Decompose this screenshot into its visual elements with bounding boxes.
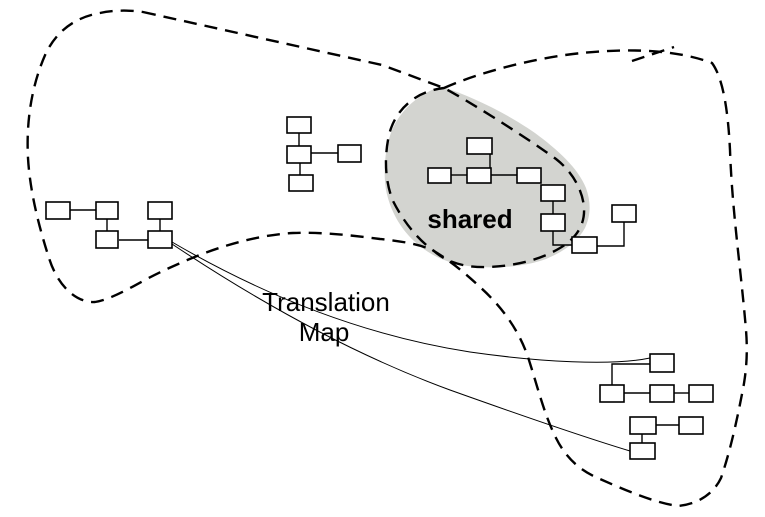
- concept-node: [147, 230, 173, 249]
- concept-node: [466, 137, 493, 155]
- shared-region-label: shared: [427, 204, 512, 234]
- translation-map-label-line1: Translation: [262, 287, 390, 317]
- concept-node: [286, 145, 312, 164]
- concept-node: [599, 384, 625, 403]
- concept-link: [552, 231, 572, 246]
- concept-link: [597, 222, 625, 247]
- concept-node: [678, 416, 704, 435]
- concept-node: [286, 116, 312, 134]
- concept-node: [649, 353, 675, 373]
- concept-node: [427, 167, 452, 184]
- concept-node: [629, 416, 657, 435]
- left-ontology-boundary: [26, 9, 586, 304]
- concept-node: [571, 236, 598, 254]
- connector-layer: [70, 133, 689, 443]
- concept-node: [337, 144, 362, 163]
- translation-map-label-line2: Map: [299, 317, 350, 347]
- right-ontology-boundary: [384, 49, 748, 508]
- concept-link: [611, 363, 650, 385]
- translation-map-line: [171, 241, 651, 363]
- boundary-overlap-stroke: [631, 45, 675, 63]
- concept-node: [629, 442, 656, 460]
- node-layer: [45, 116, 714, 460]
- concept-node: [288, 174, 314, 192]
- concept-node: [466, 167, 492, 184]
- concept-node: [147, 201, 173, 220]
- concept-node: [516, 167, 542, 184]
- concept-node: [540, 184, 566, 202]
- concept-node: [95, 230, 119, 249]
- concept-node: [95, 201, 119, 220]
- concept-node: [540, 213, 566, 232]
- concept-node: [611, 204, 637, 223]
- concept-node: [688, 384, 714, 403]
- translation-map-line: [171, 243, 631, 452]
- concept-node: [649, 384, 675, 403]
- concept-node: [45, 201, 71, 220]
- translation-map-layer: [171, 241, 651, 452]
